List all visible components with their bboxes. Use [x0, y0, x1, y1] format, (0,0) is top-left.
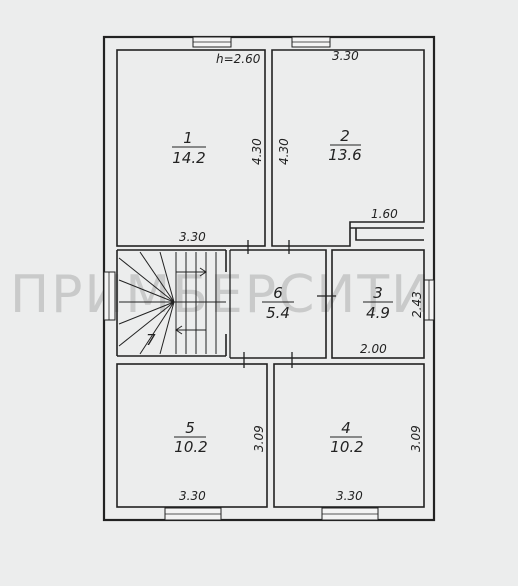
interior-walls: [116, 49, 425, 508]
room-4-area: 10.2: [330, 438, 363, 456]
room-4-number: 4: [341, 419, 351, 437]
room-5-height: 3.09: [252, 425, 266, 452]
watermark: ПРИМБЕРСИТИ: [10, 265, 432, 325]
window-bottom-left: [164, 507, 222, 521]
room-6-number: 6: [273, 284, 283, 302]
room-3-width: 2.00: [360, 342, 387, 356]
room-7-number: 7: [146, 331, 156, 349]
room-1-area: 14.2: [172, 149, 205, 167]
room-2-width: 3.30: [332, 49, 359, 63]
room-6-area: 5.4: [266, 304, 290, 322]
room-3-number: 3: [373, 284, 383, 302]
room-3-height: 2.43: [410, 291, 424, 318]
window-top-left: [192, 36, 232, 48]
room-3-area: 4.9: [366, 304, 390, 322]
window-left: [103, 271, 116, 321]
window-top-right: [291, 36, 331, 48]
room-5-number: 5: [185, 419, 195, 437]
window-bottom-right: [321, 507, 379, 521]
room-2-height: 4.30: [277, 138, 291, 165]
room-1-width: 3.30: [179, 230, 206, 244]
room-4-width: 3.30: [336, 489, 363, 503]
room-2-nook: 1.60: [371, 207, 398, 221]
room-5-area: 10.2: [174, 438, 207, 456]
room-1-height: 4.30: [250, 138, 264, 165]
room-5-width: 3.30: [179, 489, 206, 503]
window-right: [423, 279, 435, 321]
room-2-area: 13.6: [328, 146, 361, 164]
room-2-number: 2: [340, 127, 350, 145]
door-marks: [229, 240, 336, 368]
staircase: [118, 251, 226, 355]
room-1-number: 1: [183, 129, 193, 147]
ceiling-height: h=2.60: [216, 52, 261, 66]
room-4-height: 3.09: [409, 425, 423, 452]
